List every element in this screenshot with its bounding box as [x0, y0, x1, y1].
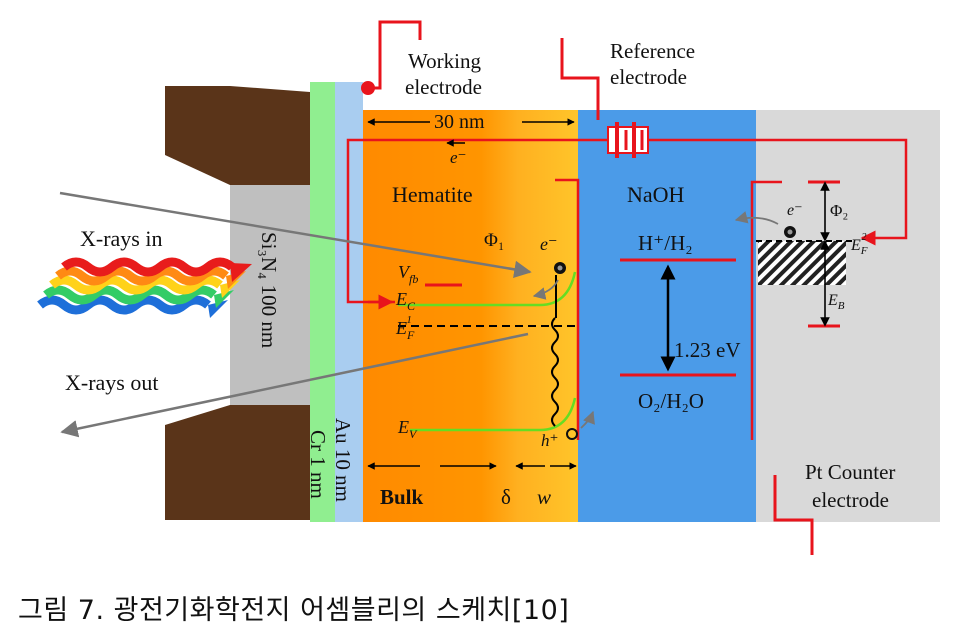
holder-top-block: [165, 86, 310, 185]
label-delta: δ: [501, 485, 511, 509]
label-bulk: Bulk: [380, 485, 424, 509]
hole-circle: [566, 428, 578, 440]
hole-arrow: [580, 410, 595, 429]
label-electron-pt: e⁻: [787, 202, 803, 219]
label-hole: h⁺: [541, 431, 558, 450]
si3n4-window: [230, 185, 310, 405]
hematite-layer: [363, 110, 578, 522]
label-naoh: NaOH: [627, 182, 685, 207]
reference-electrode-wire: [560, 38, 600, 120]
label-w: w: [537, 485, 551, 509]
label-o2-h2o: O₂/H₂O: [638, 389, 704, 413]
label-reference-electrode-2: electrode: [610, 65, 687, 89]
label-phi2: Φ₂: [830, 201, 848, 220]
recombination-wave: [551, 317, 559, 427]
label-working-electrode-2: electrode: [405, 75, 482, 99]
figure-caption: 그림 7. 광전기화학전지 어셈블리의 스케치[10]: [18, 588, 569, 627]
label-thickness: 30 nm: [434, 111, 485, 133]
label-eb: EB: [827, 292, 845, 312]
working-electrode-wire: [368, 20, 422, 90]
circuit-wire-right: [648, 138, 908, 246]
xray-beam-icon: [37, 257, 252, 318]
holder-bottom-block: [165, 405, 310, 520]
electron-curve-arrow: [532, 279, 559, 300]
working-electrode-contact: [361, 81, 375, 95]
label-phi1: Φ₁: [484, 230, 505, 251]
xray-out-line: [60, 332, 529, 438]
label-ef2: EF2: [850, 232, 868, 257]
conduction-band: [398, 271, 577, 307]
caption-prefix: 그림 7.: [18, 595, 105, 626]
label-hematite: Hematite: [392, 182, 473, 207]
cr-layer: [310, 82, 335, 522]
label-electron-mid: e⁻: [540, 234, 558, 254]
pt-electron-dot-inner: [787, 229, 793, 235]
label-pt-counter-2: electrode: [812, 488, 889, 512]
valence-band: [410, 397, 577, 432]
label-electron-top: e⁻: [450, 148, 467, 167]
xray-in-line: [59, 191, 532, 279]
label-h-h2: H⁺/H₂: [638, 231, 693, 255]
pt-counter-region: [756, 110, 940, 522]
pt-electron-arrow: [734, 211, 779, 225]
label-ec: EC: [395, 289, 416, 313]
pt-metal-hatch: [758, 241, 846, 285]
hematite-surface-line: [555, 178, 580, 440]
label-xrays-in: X-rays in: [80, 226, 162, 251]
label-working-electrode-1: Working: [408, 49, 481, 73]
pt-electrode-line: [750, 180, 782, 440]
label-ev-123: 1.23 eV: [674, 338, 741, 362]
label-vfb: Vfb: [398, 262, 418, 286]
label-cr: Cr 1 nm: [306, 430, 330, 499]
pt-electrode-lead: [773, 475, 814, 555]
label-reference-electrode-1: Reference: [610, 39, 695, 63]
electron-dot-inner: [557, 265, 563, 271]
label-ev: EV: [397, 417, 418, 441]
label-au: Au 10 nm: [331, 418, 355, 502]
label-pt-counter-1: Pt Counter: [805, 460, 895, 484]
label-xrays-out: X-rays out: [65, 370, 158, 395]
caption-text: 광전기화학전지 어셈블리의 스케치[10]: [104, 595, 570, 626]
label-ef1: EF1: [395, 314, 415, 342]
label-si3n4: Si₃N₄ 100 nm: [257, 232, 281, 348]
